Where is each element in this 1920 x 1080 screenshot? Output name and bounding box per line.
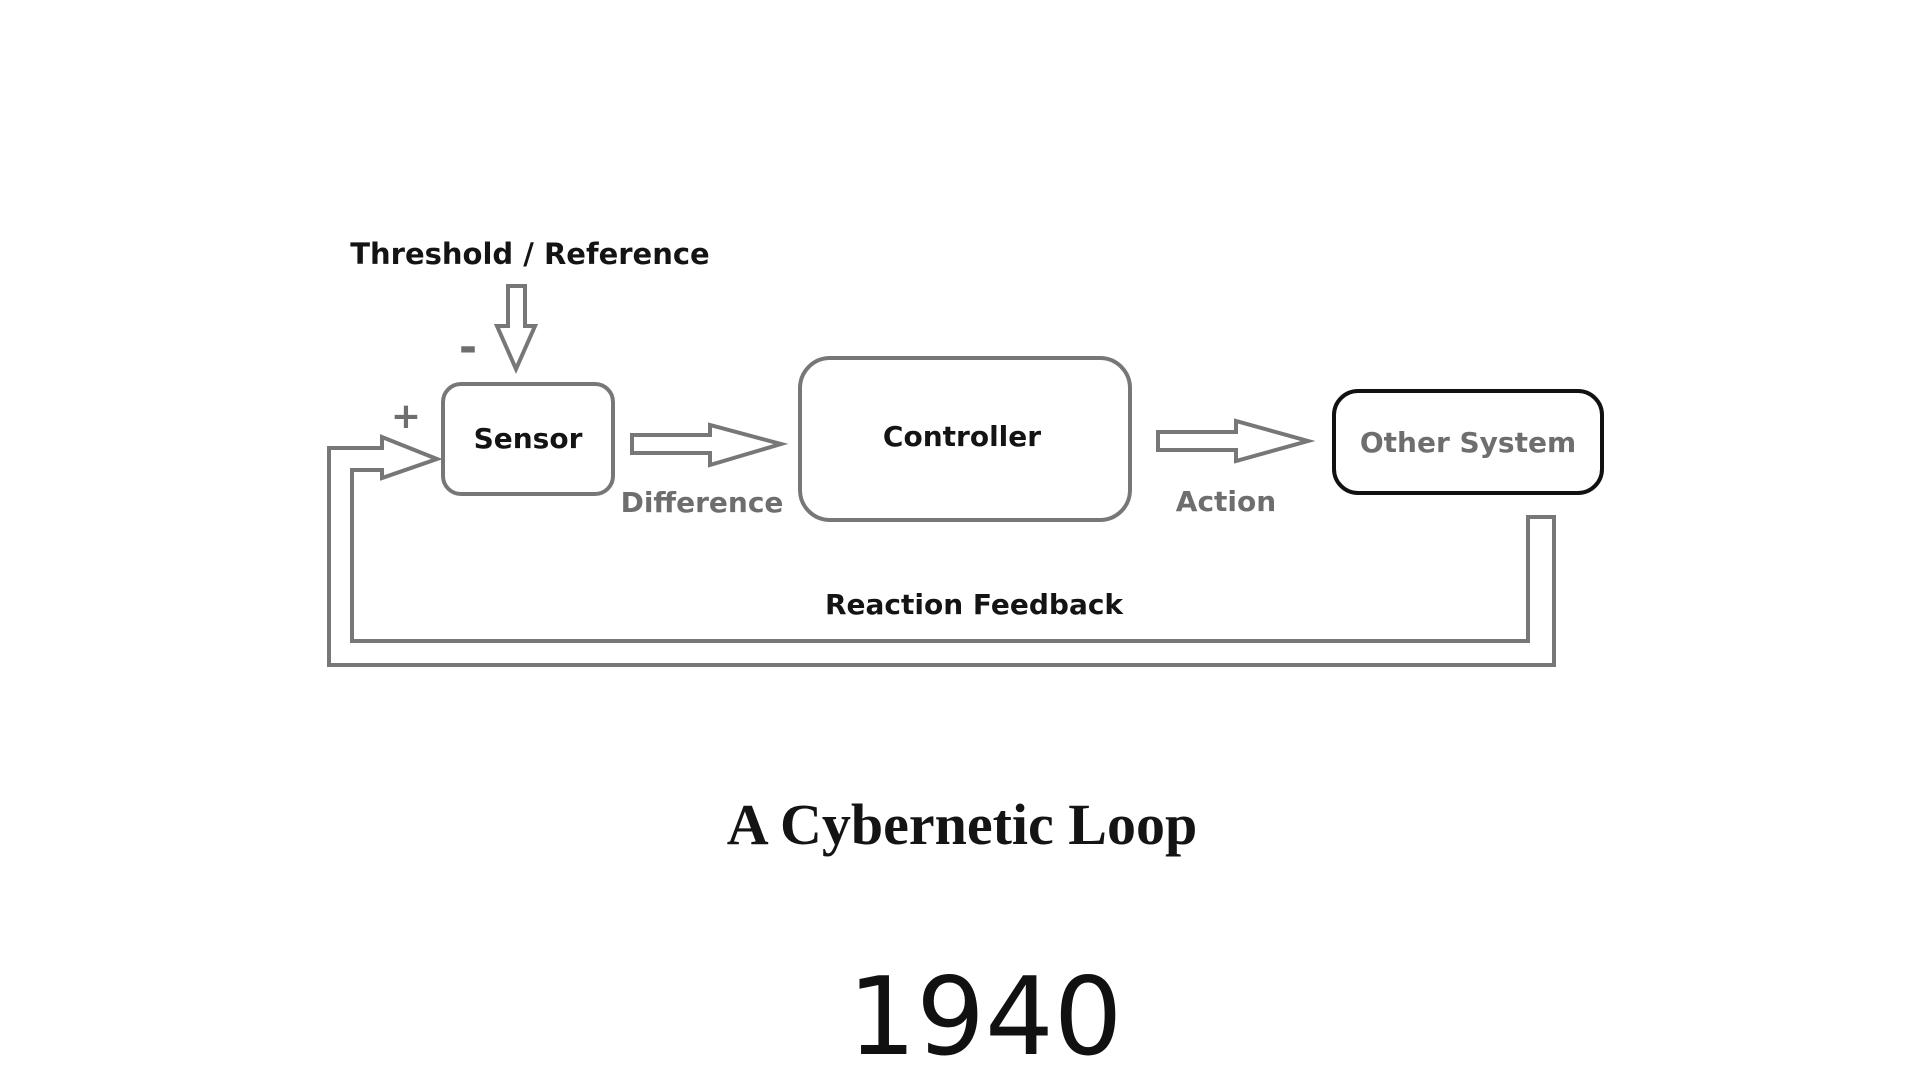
feedback-label: Reaction Feedback [825,588,1124,621]
plus-sign: + [391,396,421,437]
difference-arrow [630,422,789,468]
reference-arrow [493,284,539,374]
sensor-box [441,382,615,496]
year-label: 1940 [848,955,1123,1080]
minus-sign: - [459,322,477,373]
diagram-title: A Cybernetic Loop [727,792,1197,857]
other-system-label: Other System [1360,426,1576,459]
other-system-box [1332,389,1604,495]
difference-label: Difference [621,486,784,519]
sensor-label: Sensor [474,422,583,455]
action-label: Action [1176,485,1276,518]
feedback-arrow [327,434,1556,667]
controller-label: Controller [883,420,1041,453]
controller-box [798,356,1132,522]
reference-label: Threshold / Reference [350,237,709,271]
action-arrow [1156,418,1316,464]
